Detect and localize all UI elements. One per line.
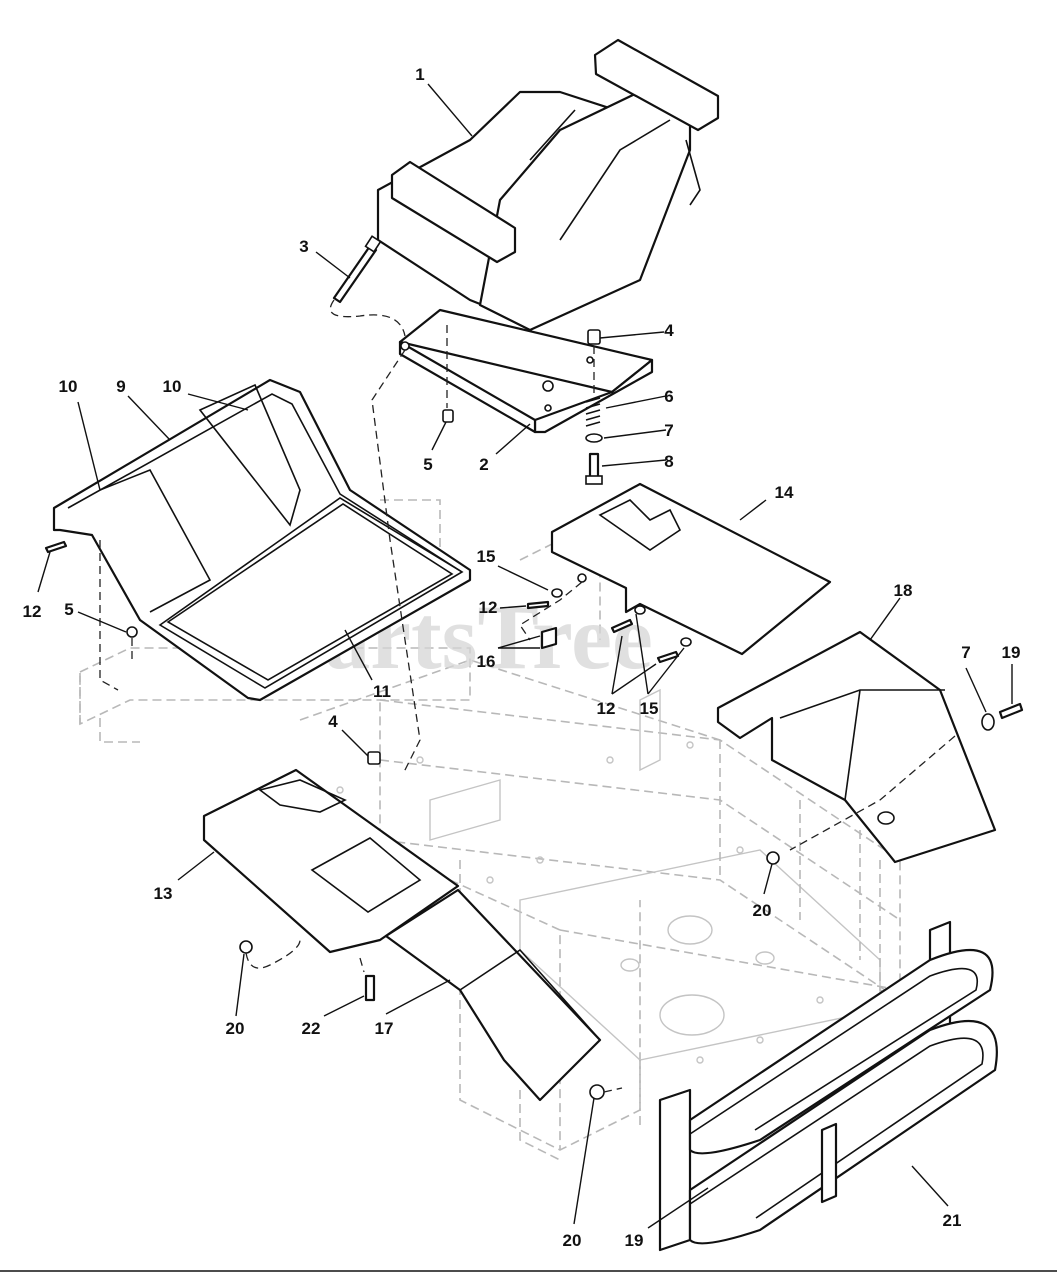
panel-part-17 bbox=[384, 888, 602, 1102]
callout-11: 11 bbox=[373, 682, 391, 701]
callout-10-left: 10 bbox=[59, 377, 78, 396]
callout-3: 3 bbox=[299, 237, 308, 256]
seat-part-1 bbox=[376, 38, 720, 332]
callout-19-bottom: 19 bbox=[625, 1231, 644, 1250]
callout-7-right: 7 bbox=[961, 643, 970, 662]
callout-21: 21 bbox=[943, 1211, 962, 1230]
callout-8: 8 bbox=[664, 452, 673, 471]
callout-10-right: 10 bbox=[163, 377, 182, 396]
callout-4-bottom: 4 bbox=[328, 712, 338, 731]
callout-20-bottom: 20 bbox=[563, 1231, 582, 1250]
seat-pan-part-9 bbox=[52, 378, 472, 702]
callouts: 1 2 3 4 4 5 5 6 7 7 8 9 10 10 11 12 12 1… bbox=[23, 65, 1021, 1250]
callout-17: 17 bbox=[375, 1019, 394, 1038]
main-frame bbox=[79, 499, 901, 1161]
callout-22: 22 bbox=[302, 1019, 321, 1038]
callout-15-lower: 15 bbox=[640, 699, 659, 718]
callout-9: 9 bbox=[116, 377, 125, 396]
callout-7-center: 7 bbox=[664, 421, 673, 440]
callout-1: 1 bbox=[415, 65, 424, 84]
callout-12-center: 12 bbox=[479, 598, 498, 617]
callout-4-top: 4 bbox=[664, 321, 674, 340]
callout-5-left: 5 bbox=[64, 600, 73, 619]
callout-18: 18 bbox=[894, 581, 913, 600]
callout-20-right: 20 bbox=[753, 901, 772, 920]
callout-6: 6 bbox=[664, 387, 673, 406]
leader-lines bbox=[37, 83, 1013, 1229]
callout-12-lower: 12 bbox=[597, 699, 616, 718]
hardware bbox=[44, 235, 1024, 1194]
assembly-lines bbox=[99, 299, 956, 1093]
bumper-part-21 bbox=[658, 920, 998, 1252]
callout-13: 13 bbox=[154, 884, 173, 903]
seat-plate-part-2 bbox=[398, 308, 654, 434]
panel-part-14 bbox=[550, 482, 832, 656]
callout-15-upper: 15 bbox=[477, 547, 496, 566]
panel-part-13 bbox=[202, 768, 460, 954]
callout-5-center: 5 bbox=[423, 455, 432, 474]
callout-14: 14 bbox=[775, 483, 794, 502]
callout-2: 2 bbox=[479, 455, 488, 474]
callout-19-right: 19 bbox=[1002, 643, 1021, 662]
fender-part-18 bbox=[716, 630, 997, 864]
callout-16: 16 bbox=[477, 652, 496, 671]
callout-20-left: 20 bbox=[226, 1019, 245, 1038]
callout-12-left: 12 bbox=[23, 602, 42, 621]
